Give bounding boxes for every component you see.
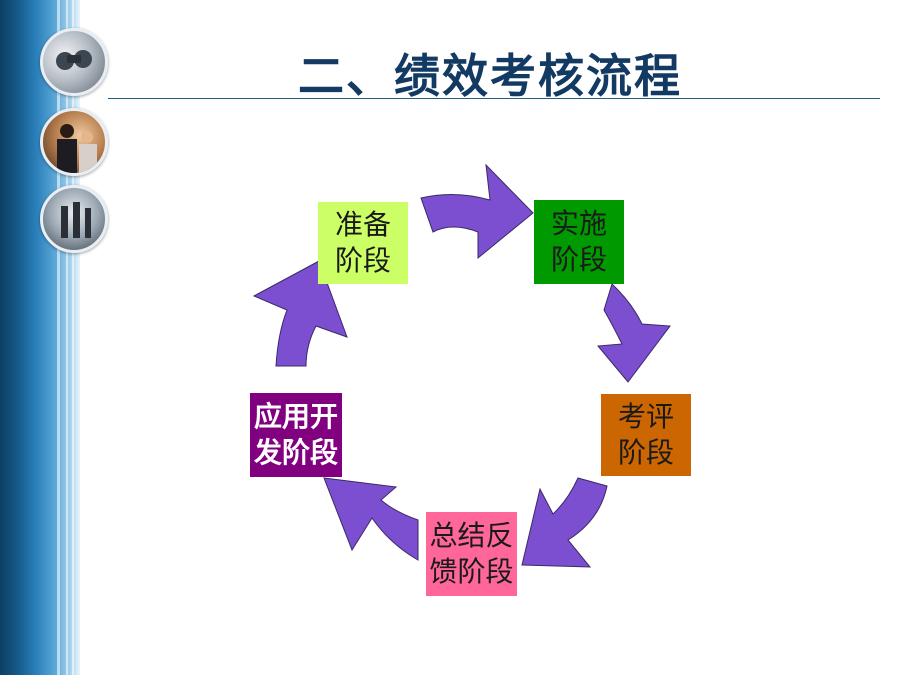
stage-label: 阶段 — [617, 436, 674, 469]
stage-label: 阶段 — [550, 243, 607, 276]
sidebar-stripe — [66, 0, 68, 675]
arrow-evaluate-to-summary — [521, 477, 608, 568]
stage-label: 实施 — [550, 207, 607, 240]
stage-label: 应用开 — [253, 400, 338, 433]
stage-label: 准备 — [334, 208, 391, 241]
stage-box-implement: 实施 阶段 — [534, 200, 624, 284]
arrow-apply-to-prepare — [252, 260, 348, 367]
arrow-group — [252, 163, 671, 568]
page-title: 二、绩效考核流程 — [298, 49, 682, 103]
title-divider — [108, 98, 880, 99]
arrow-implement-to-evaluate — [597, 283, 671, 383]
stage-box-prepare: 准备 阶段 — [318, 202, 408, 284]
stage-label: 总结反 — [429, 519, 514, 552]
business-people-photo-icon — [40, 108, 108, 176]
binoculars-photo-icon — [40, 28, 108, 96]
sidebar-stripe — [57, 0, 60, 675]
arrow-summary-to-apply — [323, 477, 419, 561]
stage-box-evaluate: 考评 阶段 — [601, 394, 691, 476]
stage-label: 阶段 — [334, 244, 391, 277]
stage-box-summary: 总结反 馈阶段 — [426, 512, 517, 596]
stage-label: 馈阶段 — [429, 555, 514, 588]
stage-box-apply: 应用开 发阶段 — [250, 393, 342, 477]
sidebar-stripe — [72, 0, 74, 675]
stage-label: 考评 — [617, 400, 674, 433]
walking-people-photo-icon — [40, 185, 108, 253]
arrow-prepare-to-implement — [420, 163, 534, 260]
stage-label: 发阶段 — [253, 436, 338, 469]
